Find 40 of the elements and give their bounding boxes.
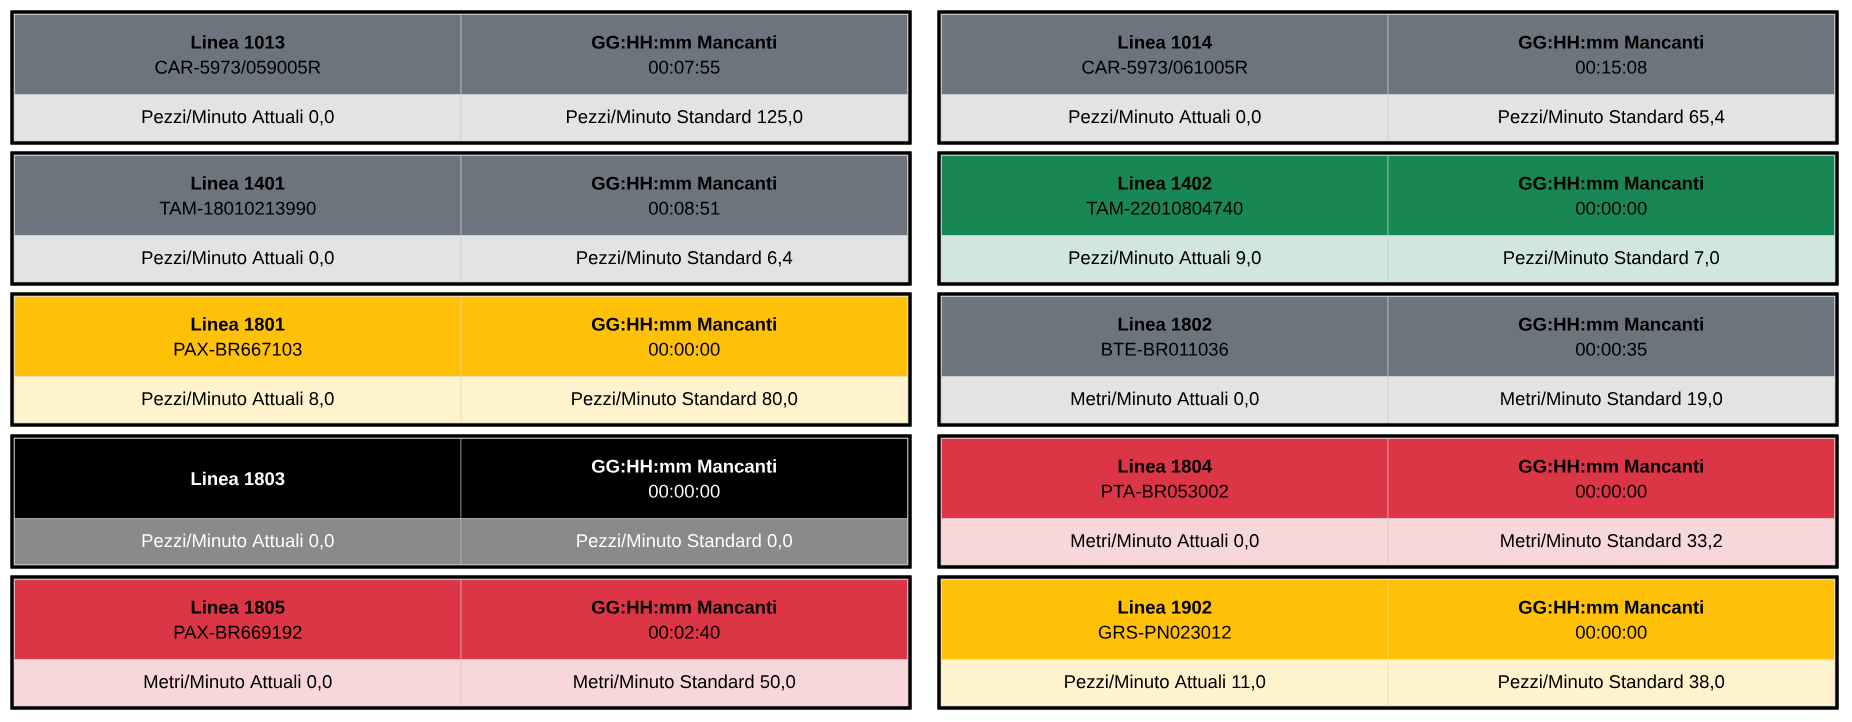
time-header: GG:HH:mm Mancanti 00:07:55 — [460, 14, 908, 95]
rate-cell: Metri/Minuto Attuali 0,0 — [941, 376, 1389, 423]
rate-cell: Metri/Minuto Attuali 0,0 — [941, 518, 1389, 565]
rate-cell: Pezzi/Minuto Attuali 11,0 — [941, 659, 1389, 706]
rate-cell: Metri/Minuto Attuali 0,0 — [14, 659, 462, 706]
time-header: GG:HH:mm Mancanti 00:00:00 — [460, 438, 908, 519]
rate-cell: Pezzi/Minuto Attuali 9,0 — [941, 235, 1389, 282]
time-header: GG:HH:mm Mancanti 00:02:40 — [460, 579, 908, 660]
rate-cell: Pezzi/Minuto Standard 38,0 — [1387, 659, 1835, 706]
time-header: GG:HH:mm Mancanti 00:00:00 — [1387, 579, 1835, 660]
time-header: GG:HH:mm Mancanti 00:00:00 — [460, 296, 908, 377]
line-header: Linea 1402 TAM-22010804740 — [941, 155, 1389, 236]
rate-cell: Pezzi/Minuto Standard 0,0 — [460, 518, 908, 565]
time-header: GG:HH:mm Mancanti 00:00:00 — [1387, 438, 1835, 519]
rate-cell: Pezzi/Minuto Attuali 0,0 — [941, 94, 1389, 141]
line-header: Linea 1802 BTE-BR011036 — [941, 296, 1389, 377]
line-header: Linea 1902 GRS-PN023012 — [941, 579, 1389, 660]
rate-cell: Metri/Minuto Standard 50,0 — [460, 659, 908, 706]
rate-cell: Pezzi/Minuto Attuali 8,0 — [14, 376, 462, 423]
line-header: Linea 1014 CAR-5973/061005R — [941, 14, 1389, 95]
time-header: GG:HH:mm Mancanti 00:08:51 — [460, 155, 908, 236]
line-header: Linea 1804 PTA-BR053002 — [941, 438, 1389, 519]
rate-cell: Pezzi/Minuto Standard 80,0 — [460, 376, 908, 423]
time-header: GG:HH:mm Mancanti 00:00:35 — [1387, 296, 1835, 377]
time-header: GG:HH:mm Mancanti 00:15:08 — [1387, 14, 1835, 95]
rate-cell: Pezzi/Minuto Standard 6,4 — [460, 235, 908, 282]
rate-cell: Pezzi/Minuto Standard 7,0 — [1387, 235, 1835, 282]
line-header: Linea 1801 PAX-BR667103 — [14, 296, 462, 377]
rate-cell: Pezzi/Minuto Attuali 0,0 — [14, 235, 462, 282]
line-header: Linea 1401 TAM-18010213990 — [14, 155, 462, 236]
line-header: Linea 1805 PAX-BR669192 — [14, 579, 462, 660]
rate-cell: Pezzi/Minuto Standard 125,0 — [460, 94, 908, 141]
line-header: Linea 1013 CAR-5973/059005R — [14, 14, 462, 95]
line-header: Linea 1803 — [14, 438, 462, 519]
rate-cell: Metri/Minuto Standard 19,0 — [1387, 376, 1835, 423]
rate-cell: Metri/Minuto Standard 33,2 — [1387, 518, 1835, 565]
rate-cell: Pezzi/Minuto Attuali 0,0 — [14, 518, 462, 565]
time-header: GG:HH:mm Mancanti 00:00:00 — [1387, 155, 1835, 236]
rate-cell: Pezzi/Minuto Attuali 0,0 — [14, 94, 462, 141]
rate-cell: Pezzi/Minuto Standard 65,4 — [1387, 94, 1835, 141]
